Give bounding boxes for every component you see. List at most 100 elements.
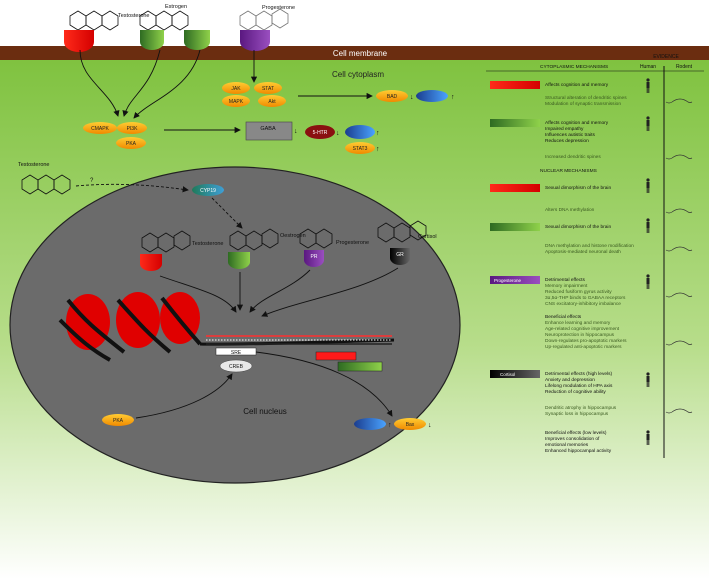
row-9a: Detrimental effects bbox=[545, 277, 586, 283]
tag-cortisol bbox=[490, 370, 540, 378]
bcl2-node-nuc bbox=[354, 418, 386, 430]
row-10f: Up-regulated anti-apoptotic markers bbox=[545, 344, 622, 350]
tag-progesterone bbox=[490, 276, 540, 284]
row-8a: DNA methylation and histone modification bbox=[545, 243, 634, 249]
arrow-down-gaba: ↓ bbox=[294, 128, 298, 135]
testosterone-label-mid: Testosterone bbox=[18, 162, 50, 168]
testosterone-label-top: Testosterone bbox=[118, 13, 150, 19]
testosterone-label-nuc: Testosterone bbox=[192, 241, 224, 247]
row-3a: Affects cognition and memory bbox=[545, 120, 609, 126]
progesterone-receptor-top bbox=[240, 30, 270, 51]
rodent-header: Rodent bbox=[676, 64, 693, 70]
akt-node bbox=[258, 95, 286, 107]
estrogen-receptor-a bbox=[140, 30, 164, 50]
row-11a: Detrimental effects (high levels) bbox=[545, 371, 612, 377]
rodent-icon bbox=[665, 246, 693, 252]
row-5: Sexual dimorphism of the brain bbox=[545, 185, 611, 191]
cyto-header: CYTOPLASMIC MECHANISMS bbox=[540, 64, 608, 70]
cyp19-node bbox=[192, 184, 224, 196]
row-10e: Down-regulates pro-apoptotic markers bbox=[545, 338, 627, 344]
creb-node bbox=[219, 359, 253, 373]
arrow-up-bcl2-nuc: ↑ bbox=[388, 422, 392, 429]
oestrogen-molecule bbox=[229, 228, 279, 251]
cortisol-label: Cortisol bbox=[418, 234, 437, 240]
tag-estrogen-2 bbox=[490, 223, 540, 231]
row-8b: Apoptosis-mediated neuronal death bbox=[545, 249, 621, 255]
stat-label: STAT bbox=[262, 86, 274, 92]
estrogen-receptor-b bbox=[184, 30, 210, 50]
pka2-label: PKA bbox=[113, 418, 124, 424]
sre-box bbox=[215, 347, 257, 356]
testosterone-molecule-mid bbox=[21, 174, 71, 195]
pi3k-node bbox=[117, 122, 147, 134]
arrow-up-bdnf: ↑ bbox=[376, 130, 380, 137]
evidence-table: EVIDENCE Human Rodent CYTOPLASMIC MECHAN… bbox=[486, 54, 704, 458]
evidence-header: EVIDENCE bbox=[653, 54, 679, 60]
row-3c: Influences autistic traits bbox=[545, 132, 595, 138]
cell-nucleus bbox=[9, 166, 461, 484]
bax-node bbox=[394, 418, 426, 430]
arrow-t-to-cyp19 bbox=[75, 183, 189, 193]
arrow-e-to-mapk bbox=[122, 49, 161, 117]
gene-bar-red bbox=[315, 351, 357, 361]
pr-label: PR bbox=[311, 254, 318, 260]
human-icon bbox=[646, 78, 650, 93]
row-10c: Age-related cognitive improvement bbox=[545, 326, 620, 332]
human-icon bbox=[646, 430, 650, 445]
row-9c: Reduced fusiform gyrus activity bbox=[545, 289, 612, 295]
human-icon bbox=[646, 372, 650, 387]
arrow-sre-to-bax bbox=[255, 351, 393, 417]
arrow-pr-to-dna bbox=[249, 269, 311, 313]
arrow-up-bcl2: ↑ bbox=[451, 94, 455, 101]
estrogen-molecule bbox=[139, 10, 189, 31]
row-10a: Beneficial effects bbox=[545, 314, 582, 320]
human-icon bbox=[646, 274, 650, 289]
estrogen-label: Estrogen bbox=[165, 4, 187, 10]
bcl2-node bbox=[416, 90, 448, 102]
arrow-down-bax: ↓ bbox=[428, 422, 432, 429]
row-9e: CNS excitatory-inhibitory imbalance bbox=[545, 301, 621, 307]
bax-label: Bax bbox=[406, 422, 415, 428]
nuclear-header: NUCLEAR MECHANISMS bbox=[540, 168, 597, 174]
progesterone-molecule bbox=[239, 8, 289, 31]
row-11b: Anxiety and depression bbox=[545, 377, 595, 383]
gaba-label: GABA bbox=[260, 126, 276, 132]
row-10d: Neuroprotection in hippocampus bbox=[545, 332, 615, 338]
ht-node bbox=[305, 125, 335, 139]
row-11d: Reduction of cognitive ability bbox=[545, 389, 606, 395]
rodent-icon bbox=[665, 98, 693, 104]
gene-bar-green bbox=[337, 361, 383, 372]
androgen-receptor-top bbox=[64, 30, 94, 52]
glucocorticoid-receptor bbox=[390, 248, 410, 265]
arrow-down-ht: ↓ bbox=[336, 130, 340, 137]
ht-label: 5-HTR bbox=[313, 130, 328, 136]
progesterone-receptor-nuc bbox=[304, 250, 324, 267]
arrow-ar-to-dna bbox=[159, 275, 237, 313]
human-icon bbox=[646, 178, 650, 193]
row-13b: Improves consolidation of bbox=[545, 436, 600, 442]
bad-node bbox=[376, 90, 408, 102]
arrow-cyp19-to-oestrogen bbox=[211, 197, 243, 229]
tag-testosterone-1 bbox=[490, 81, 540, 89]
row-9b: Memory impairment bbox=[545, 283, 588, 289]
human-icon bbox=[646, 218, 650, 233]
rodent-icon bbox=[665, 292, 693, 298]
mapk-node bbox=[222, 95, 250, 107]
cort-tag-label: Cortisol bbox=[500, 372, 515, 377]
mapk-label: MAPK bbox=[229, 99, 244, 105]
arrow-t-to-mapk bbox=[79, 49, 120, 117]
pka-node-2 bbox=[102, 414, 134, 426]
rodent-icon bbox=[665, 340, 693, 346]
arrow-gr-to-dna bbox=[261, 267, 399, 317]
progesterone-label-nuc: Progesterone bbox=[336, 240, 369, 246]
arrow-pka-to-creb bbox=[135, 373, 233, 419]
membrane-label: Cell membrane bbox=[333, 49, 388, 58]
row-4: Increased dendritic spines bbox=[545, 154, 601, 160]
rodent-icons bbox=[665, 98, 693, 414]
jak-node bbox=[222, 82, 250, 94]
row-9d: 3α,5α-THP binds to GABAA receptors bbox=[545, 295, 626, 301]
row-13a: Beneficial effects (low levels) bbox=[545, 430, 607, 436]
cyp19-label: CYP19 bbox=[200, 188, 216, 194]
